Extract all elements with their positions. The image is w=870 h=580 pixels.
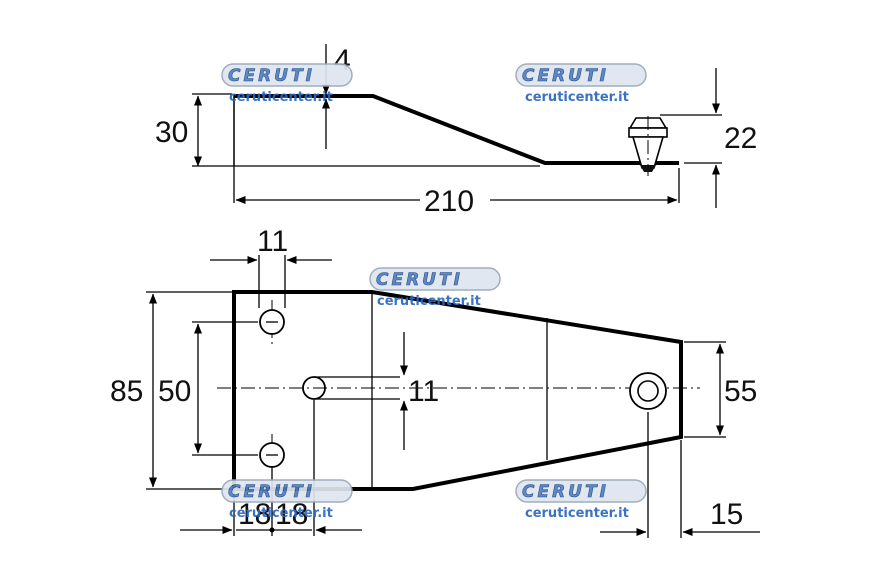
stud: [628, 116, 668, 176]
watermark-url: ceruticenter.it: [377, 294, 481, 309]
dim-slot-width: 11: [257, 225, 288, 258]
watermark-logo: CERUTI: [522, 482, 609, 502]
watermark-url: ceruticenter.it: [525, 506, 629, 521]
watermark: CERUTI ceruticenter.it: [515, 479, 647, 521]
watermark-logo: CERUTI: [522, 66, 609, 86]
watermark-logo: CERUTI: [228, 66, 315, 86]
watermark-logo: CERUTI: [376, 270, 463, 290]
watermark-url: ceruticenter.it: [229, 506, 333, 521]
watermark: CERUTI ceruticenter.it: [369, 267, 501, 309]
stud-inner-circle: [637, 380, 659, 402]
dim-end-offset: 15: [710, 498, 743, 531]
watermark-url: ceruticenter.it: [525, 90, 629, 105]
plan-view: 11 85 50 11 55 18 18 15: [110, 225, 760, 538]
dim-top-height: 30: [155, 116, 188, 149]
dim-edge-offset-b: 18: [275, 498, 308, 531]
watermark: CERUTI ceruticenter.it: [515, 63, 647, 105]
watermark: CERUTI ceruticenter.it: [221, 63, 353, 105]
dim-knob-height: 22: [724, 122, 757, 155]
dim-total-height: 85: [110, 375, 143, 408]
slot-edge: [314, 376, 400, 400]
plate-outline: [232, 290, 683, 491]
dim-edge-offset-a: 18: [238, 498, 271, 531]
dim-hole-spacing: 50: [158, 375, 191, 408]
watermark: CERUTI ceruticenter.it: [221, 479, 353, 521]
dim-end-height: 55: [724, 375, 757, 408]
dim-slot-height: 11: [408, 375, 439, 408]
dim-top-length: 210: [424, 185, 474, 218]
watermark-url: ceruticenter.it: [229, 90, 333, 105]
slot-end: [302, 376, 315, 400]
watermark-logo: CERUTI: [228, 482, 315, 502]
plate-profile: [234, 94, 679, 165]
side-view: 4 30 210 22: [155, 44, 757, 218]
